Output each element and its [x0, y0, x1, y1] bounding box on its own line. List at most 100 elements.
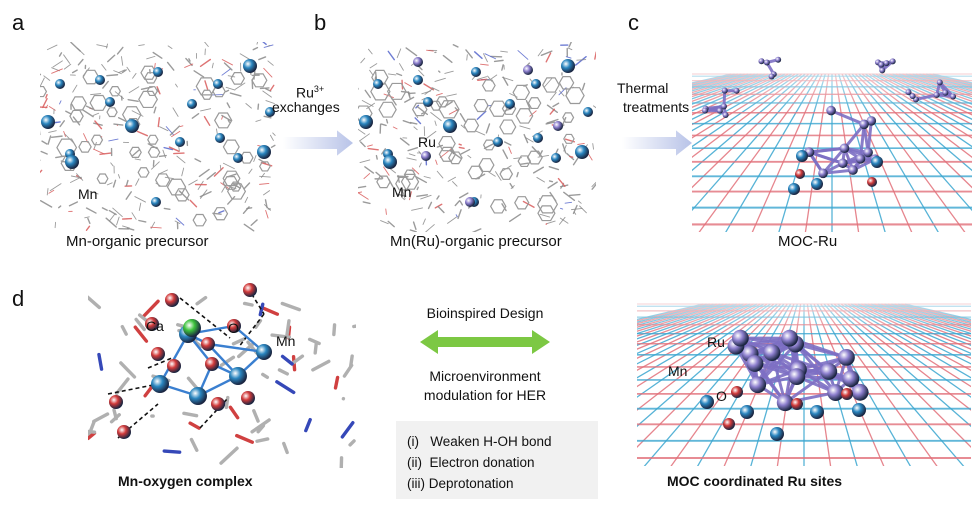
- panel-label-b: b: [314, 10, 327, 35]
- mechanism-item-3: (iii) Deprotonation: [407, 476, 514, 491]
- panel-b-caption: Mn(Ru)-organic precursor: [390, 233, 562, 250]
- mn-atom: [125, 119, 139, 133]
- mn-atom: [175, 137, 185, 147]
- mn-atom: [359, 115, 373, 129]
- oxygen-atom: [205, 357, 219, 371]
- mn-atom: [265, 107, 275, 117]
- mn-ru-organic-precursor-image: [358, 42, 596, 232]
- ru-atom: [878, 61, 885, 68]
- mn-atom: [213, 79, 223, 89]
- ru-atom: [763, 59, 770, 66]
- mn-atom: [215, 133, 225, 143]
- ru-atom: [523, 65, 533, 75]
- complex-ca-label: Ca: [146, 318, 164, 334]
- ru-atom: [465, 197, 475, 207]
- ru-atom: [827, 384, 845, 401]
- mn-atom: [189, 387, 207, 405]
- ru-atom: [839, 143, 850, 154]
- ru-atom: [776, 394, 794, 412]
- panel-b-ru-label: Ru: [418, 134, 436, 150]
- mn-atom: [561, 59, 575, 73]
- mn-atom: [788, 183, 800, 195]
- ru-atom: [859, 119, 869, 130]
- oxygen-atom: [109, 395, 123, 409]
- ru-atom: [716, 107, 723, 114]
- panel-b-mn-label: Mn: [392, 184, 412, 200]
- microenvironment-text: Microenvironment: [429, 368, 541, 384]
- ru-atom: [820, 363, 838, 380]
- ru-atom: [731, 329, 749, 347]
- panel-a-mn-label: Mn: [78, 186, 98, 202]
- mn-oxygen-complex-image: [88, 283, 356, 468]
- complex-o-label: O: [228, 320, 239, 336]
- mn-atom: [810, 405, 824, 419]
- oxygen-atom: [791, 398, 803, 410]
- mn-atom: [65, 155, 79, 169]
- panel-label-c: c: [628, 10, 639, 35]
- ru-atom: [421, 151, 431, 161]
- mn-atom: [531, 79, 541, 89]
- mn-atom: [153, 67, 163, 77]
- ru-atom: [942, 89, 949, 96]
- moc-o-label: O: [716, 388, 727, 404]
- ru-atom: [781, 329, 799, 347]
- arrow-ab-ru: Ru: [296, 84, 314, 101]
- mn-atom: [583, 107, 593, 117]
- ru-atom: [866, 116, 877, 126]
- ru-atom: [749, 376, 767, 394]
- mn-atom: [257, 145, 271, 159]
- mn-atom: [811, 178, 823, 190]
- mn-atom: [700, 395, 714, 409]
- oxygen-atom: [841, 388, 853, 400]
- ru-atom: [905, 89, 912, 96]
- ru-atom: [758, 58, 765, 65]
- oxygen-atom: [201, 337, 215, 351]
- bioinspired-design-text: Bioinspired Design: [426, 305, 544, 321]
- mn-atom: [471, 67, 481, 77]
- ru-atom: [933, 91, 940, 98]
- ru-atom: [775, 56, 782, 63]
- oxygen-atom: [227, 319, 241, 333]
- arrow-bc-thermal: Thermal: [617, 80, 669, 96]
- mechanism-list-box: [396, 421, 598, 499]
- ru-atom: [413, 57, 423, 67]
- ru-atom: [863, 147, 873, 158]
- ru-atom: [818, 168, 828, 179]
- oxygen-atom: [867, 177, 877, 187]
- ru-atom: [838, 158, 848, 169]
- ru-atom: [909, 93, 916, 100]
- oxygen-atom: [731, 386, 743, 398]
- ru-atom: [936, 79, 943, 86]
- mn-atom: [243, 59, 257, 73]
- ru-atom: [763, 344, 781, 362]
- mn-atom: [533, 133, 543, 143]
- panel-label-d: d: [12, 286, 25, 311]
- mn-atom: [423, 97, 433, 107]
- ru-atom: [848, 165, 858, 175]
- oxygen-atom: [145, 317, 159, 331]
- arrow-ab-exchanges: exchanges: [272, 99, 340, 115]
- mn-atom: [256, 344, 272, 360]
- mn-atom: [770, 427, 784, 441]
- ru-atom: [851, 383, 869, 401]
- mn-atom: [55, 79, 65, 89]
- oxygen-atom: [723, 418, 735, 430]
- moc-caption: MOC coordinated Ru sites: [667, 473, 843, 489]
- oxygen-atom: [795, 169, 805, 179]
- mn-atom: [505, 99, 515, 109]
- ru-atom: [746, 355, 764, 372]
- ru-atom: [826, 105, 836, 116]
- mn-atom: [852, 403, 866, 417]
- oxygen-atom: [211, 397, 225, 411]
- modulation-text: modulation for HER: [423, 387, 547, 403]
- panel-a-caption: Mn-organic precursor: [66, 233, 209, 250]
- mechanism-item-2: (ii) Electron donation: [407, 455, 535, 470]
- ru-atom: [733, 87, 740, 94]
- mn-atom: [373, 79, 383, 89]
- panel-c-caption: MOC-Ru: [778, 233, 838, 250]
- arrow-right-icon: [622, 130, 692, 156]
- ru-atom: [720, 103, 727, 110]
- arrow-right-icon: [283, 130, 353, 156]
- moc-coordinated-ru-sites-image: [637, 284, 971, 466]
- mn-atom: [187, 99, 197, 109]
